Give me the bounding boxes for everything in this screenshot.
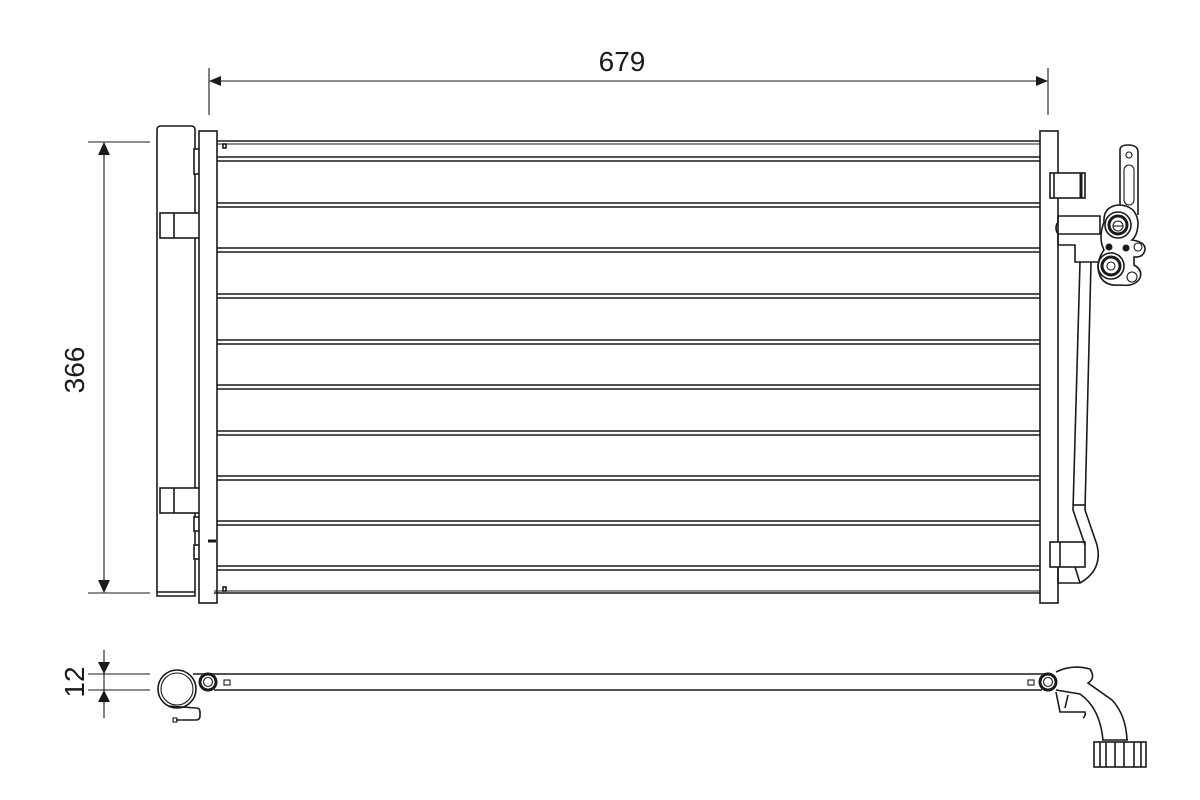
- right-header-tank: [1039, 130, 1059, 604]
- top-view: [157, 666, 1147, 768]
- core-tubes: [214, 140, 1040, 594]
- drier-bracket-bottom: [159, 487, 202, 514]
- width-dimension: 679: [208, 46, 1049, 115]
- front-view: [156, 125, 1146, 604]
- height-dimension: 366: [59, 141, 150, 594]
- hex-nut: [1093, 741, 1147, 768]
- right-bracket-top: [1049, 172, 1086, 199]
- outlet-fitting: [1055, 666, 1128, 741]
- receiver-drier: [156, 125, 196, 597]
- connection-block: [1097, 204, 1146, 287]
- left-header-tank: [198, 130, 218, 604]
- drier-section: [157, 669, 197, 709]
- right-bracket-bottom: [1049, 541, 1086, 568]
- thickness-label: 12: [59, 666, 90, 697]
- height-label: 366: [59, 347, 90, 394]
- drier-bracket-top: [159, 212, 202, 239]
- width-label: 679: [599, 46, 646, 77]
- mounting-tab: [1119, 144, 1139, 215]
- thickness-dimension: 12: [59, 650, 150, 718]
